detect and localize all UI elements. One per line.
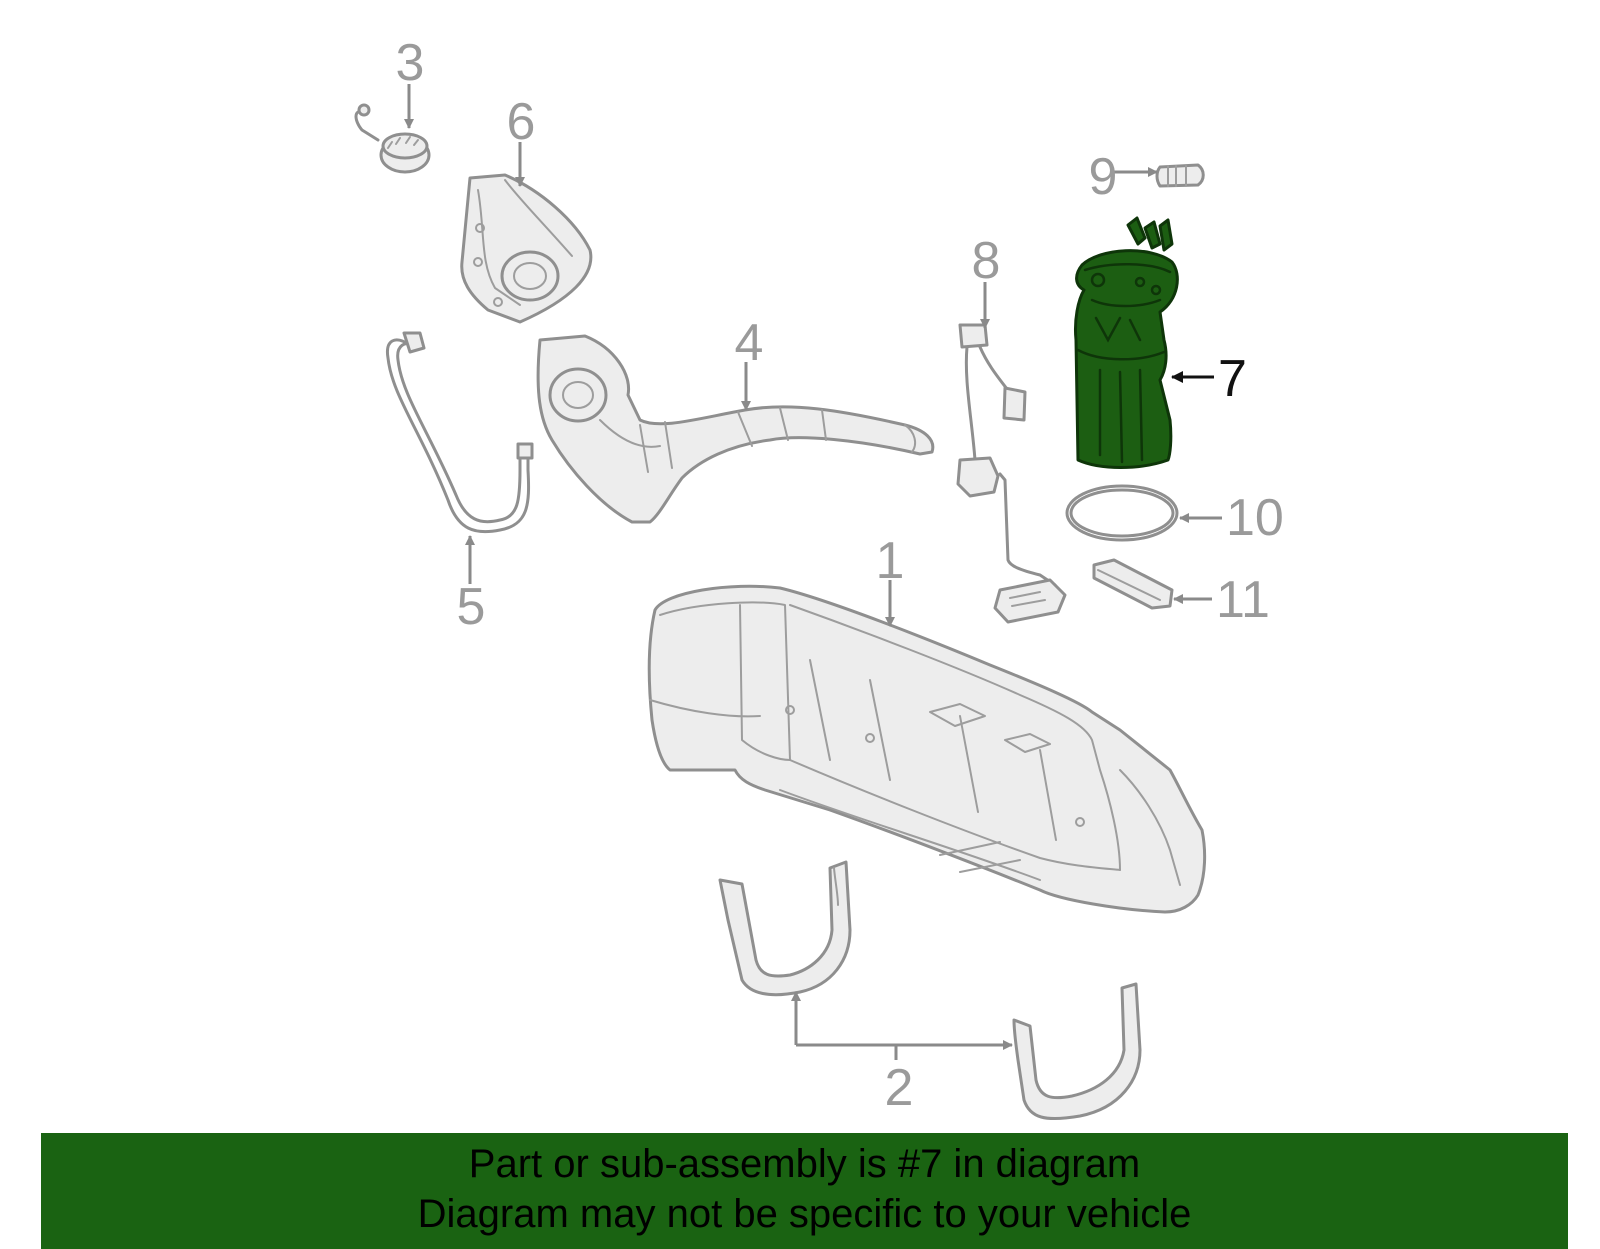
banner-line-disclaimer: Diagram may not be specific to your vehi…: [417, 1192, 1192, 1236]
callout-9: 9: [1089, 148, 1118, 206]
callout-10: 10: [1226, 489, 1284, 547]
banner-line-part-reference: Part or sub-assembly is #7 in diagram: [468, 1142, 1141, 1186]
callout-2: 2: [885, 1059, 914, 1117]
info-banner: Part or sub-assembly is #7 in diagram Di…: [41, 1133, 1568, 1249]
callout-8: 8: [972, 232, 1001, 290]
part-8-fuel-level-sensor: [956, 323, 1067, 624]
part-6-filler-housing: [460, 173, 593, 324]
part-10-o-ring: [1065, 484, 1179, 542]
part-3-fuel-cap: [354, 103, 431, 174]
callout-7-highlighted: 7: [1218, 350, 1247, 408]
part-11-strainer: [1092, 558, 1174, 610]
callout-4: 4: [735, 314, 764, 372]
part-1-fuel-tank: [647, 584, 1207, 914]
callout-3: 3: [396, 34, 425, 92]
leader-lines: [404, 84, 1222, 1060]
callout-5: 5: [457, 578, 486, 636]
callout-6: 6: [507, 93, 536, 151]
part-2-tank-strap-left: [718, 860, 852, 997]
part-9-connector: [1155, 163, 1205, 188]
callout-1: 1: [876, 532, 905, 590]
part-7-fuel-pump-module: [1074, 216, 1179, 469]
callout-11: 11: [1216, 571, 1270, 629]
part-5-vent-hose: [385, 331, 534, 534]
part-2-tank-strap-right: [1012, 982, 1142, 1121]
part-4-filler-pipe: [536, 334, 935, 524]
callout-labels: 1 2 3 4 5 6 7 8 9 10 11: [396, 34, 1284, 1117]
